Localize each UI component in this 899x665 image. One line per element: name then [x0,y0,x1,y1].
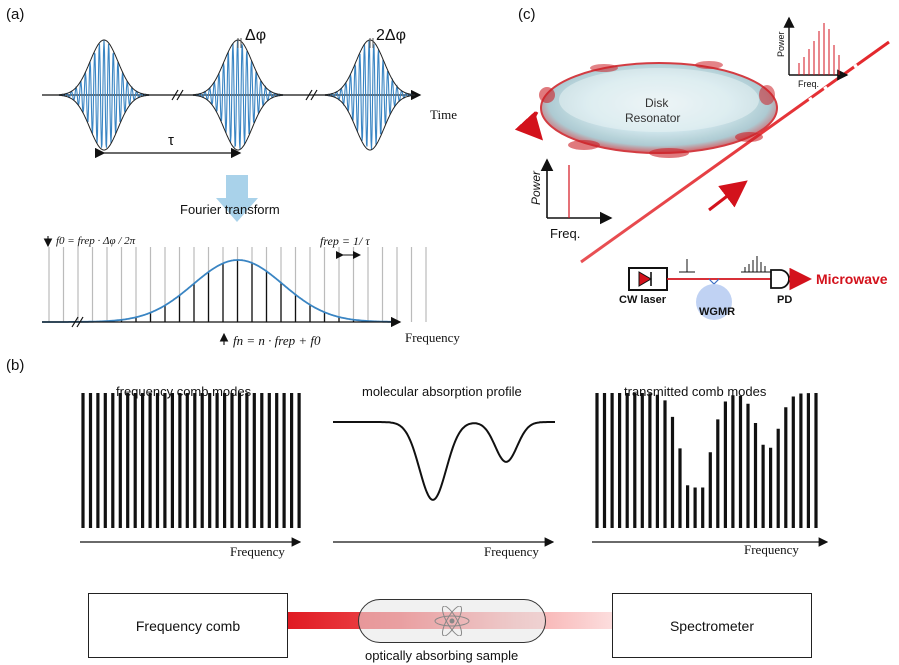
microwave-label: Microwave [816,271,888,287]
panel-a-diagram [42,38,427,345]
packet-envelope-bottom [58,94,150,151]
freq-label-2: Frequency [484,544,539,559]
power-axis-label: Power [529,170,543,205]
photodiode [770,269,790,289]
frequency-axis-label: Frequency [405,330,460,345]
panel-b-diagram [80,393,829,547]
propagation-arrow [708,180,748,212]
phase-markers [237,38,374,48]
input-spectrum-inset [540,158,613,225]
comb-spectrum-inset [783,16,849,81]
spectrometer-box: Spectrometer [612,593,812,658]
freq-label-1: Frequency [230,544,285,559]
disk-resonator [539,61,778,158]
absorption-title: molecular absorption profile [362,384,522,399]
packet-envelope-top [58,39,150,96]
panel-label-b: (b) [6,357,25,374]
freq-label-3: Frequency [744,542,799,557]
disk-label: Disk [645,96,669,110]
wgmr-label: WGMR [699,306,736,318]
two-delta-phi-label: 2Δφ [376,27,406,44]
packet-envelope-bottom [192,94,284,151]
inset-freq-label: Freq. [798,79,820,89]
freq-axis-label: Freq. [550,226,581,241]
wave-packet-1 [58,39,150,148]
spectral-envelope [42,259,398,323]
panel-label-c: (c) [518,6,536,23]
panel-label-a: (a) [6,6,25,23]
freq-axis-break [71,316,84,328]
inset-power-label: Power [776,31,786,57]
wave-packet-3 [324,40,416,150]
axis-break-marks [171,89,318,101]
comb-modes-title: frequency comb modes [116,384,252,399]
tau-label: τ [168,132,174,149]
panel-c-diagram [514,16,890,320]
pd-label: PD [777,294,793,306]
wgmr-schematic [628,256,812,320]
packet-envelope-bottom [324,94,416,151]
sample-label: optically absorbing sample [365,648,519,663]
fourier-transform-label: Fourier transform [180,202,280,217]
fourier-arrow [216,175,258,222]
time-label: Time [430,107,457,122]
absorption-profile-curve [333,421,555,501]
delta-phi-label: Δφ [245,27,267,44]
circulation-arrow [514,111,544,141]
molecule-icon [434,606,470,636]
frep-formula: frep = 1/ τ [320,234,370,248]
transmitted-title: transmitted comb modes [624,384,767,399]
resonator-label: Resonator [625,111,681,125]
fn-formula: fn = n · frep + f0 [233,333,321,348]
f0-formula: f0 = frep · Δφ / 2π [56,235,136,247]
wgmr-sphere [696,284,732,320]
frequency-comb-box: Frequency comb [88,593,288,658]
cw-laser-label: CW laser [619,294,667,306]
